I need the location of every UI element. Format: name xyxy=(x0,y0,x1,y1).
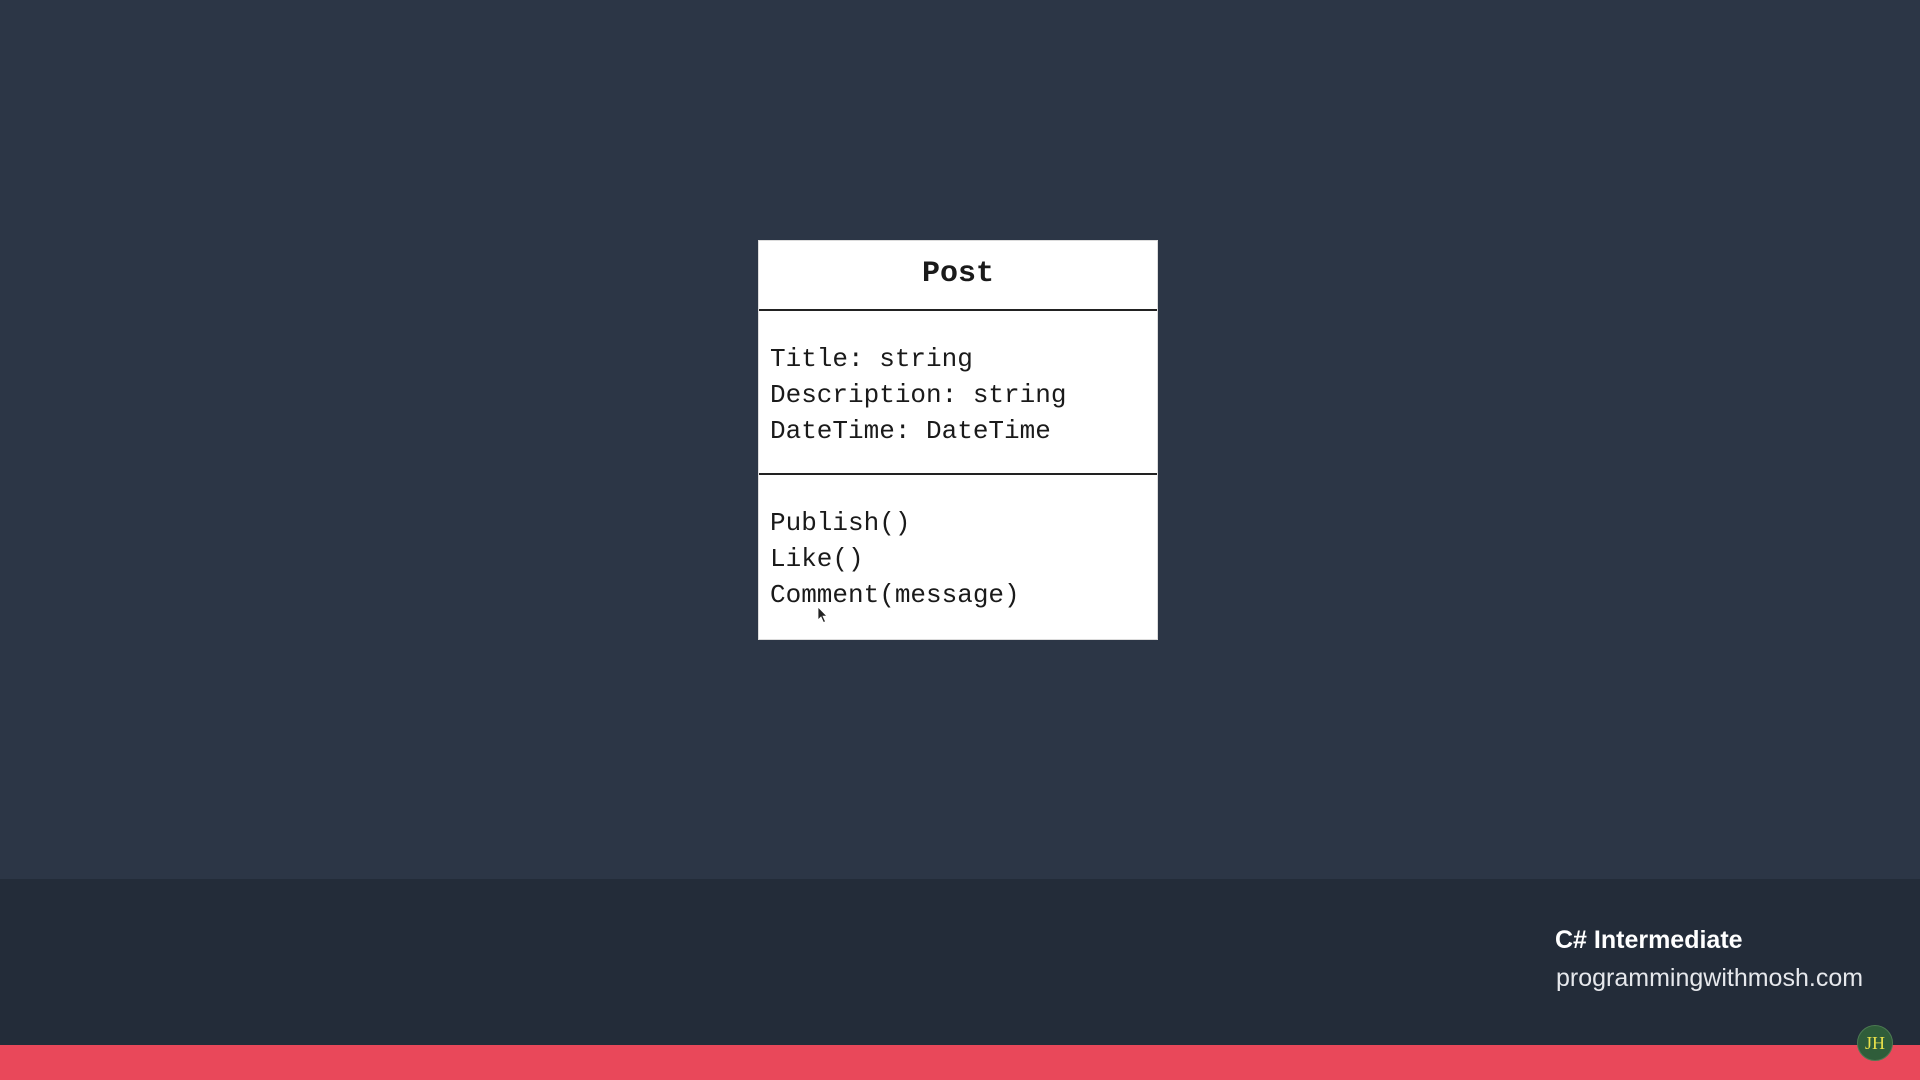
accent-bar xyxy=(0,1045,1920,1080)
mouse-pointer-icon xyxy=(817,606,828,624)
avatar[interactable]: JH xyxy=(1857,1025,1893,1061)
method-item: Like() xyxy=(770,544,864,574)
footer-band xyxy=(0,879,1920,1045)
methods-section: Publish() Like() Comment(message) xyxy=(759,475,1157,639)
course-title: C# Intermediate xyxy=(1555,926,1743,954)
attributes-section: Title: string Description: string DateTi… xyxy=(759,311,1157,475)
attribute-item: DateTime: DateTime xyxy=(770,416,1051,446)
method-item: Comment(message) xyxy=(770,580,1020,610)
class-name: Post xyxy=(759,241,1157,311)
method-item: Publish() xyxy=(770,508,911,538)
course-website: programmingwithmosh.com xyxy=(1556,964,1864,992)
uml-class-box: Post Title: string Description: string D… xyxy=(758,240,1158,640)
attribute-item: Description: string xyxy=(770,380,1067,410)
attribute-item: Title: string xyxy=(770,344,973,374)
